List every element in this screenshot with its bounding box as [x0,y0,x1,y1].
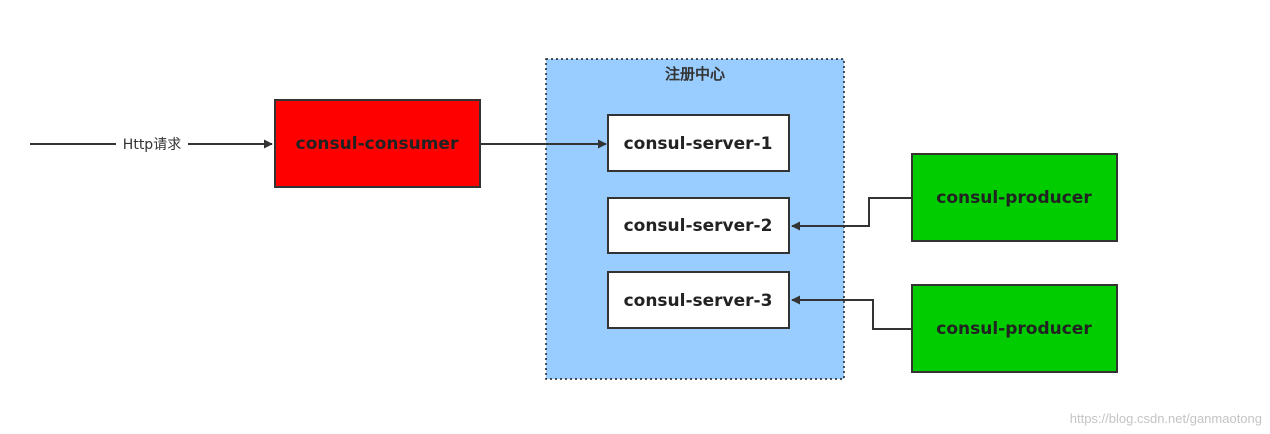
producer-2-node [911,284,1118,373]
server-1-label: consul-server-1 [624,134,773,154]
producer1-to-server2-edge [791,197,911,231]
edge-label-background [116,134,188,154]
consumer-node [274,99,481,188]
server-2-label: consul-server-2 [624,216,773,236]
producer-1-label: consul-producer [936,188,1092,208]
http-request-label: Http请求 [123,137,181,153]
server-1-node [607,114,790,172]
watermark: https://blog.csdn.net/ganmaotong [1069,411,1262,426]
registry-title: 注册中心 [665,65,725,83]
server-3-label: consul-server-3 [624,291,773,311]
consumer-label: consul-consumer [296,134,459,154]
server-3-node [607,271,790,329]
producer-2-label: consul-producer [936,319,1092,339]
producer2-to-server3-edge [791,295,911,330]
producer-1-node [911,153,1118,242]
server-2-node [607,197,790,254]
